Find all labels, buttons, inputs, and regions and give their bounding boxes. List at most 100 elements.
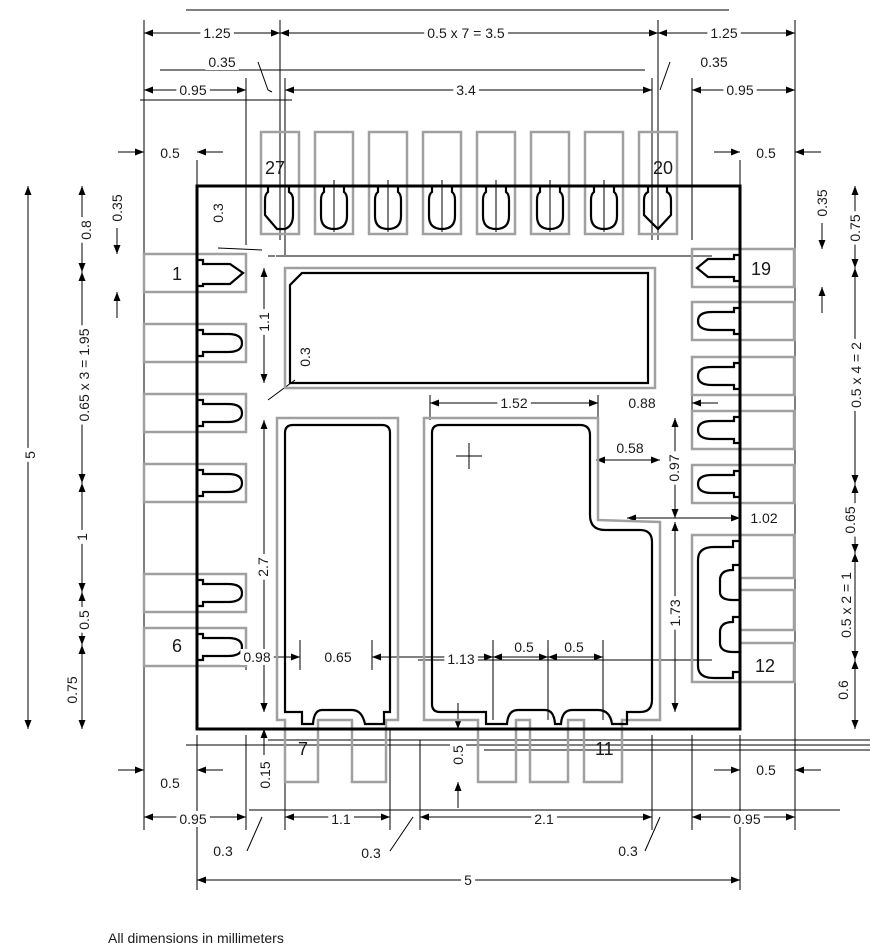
arrowhead	[671, 418, 679, 427]
label-background	[240, 649, 274, 665]
arrowhead	[78, 592, 86, 601]
label-background	[321, 649, 355, 665]
label-background	[723, 82, 757, 98]
dimension-label: 0.5 x 7 = 3.5	[427, 25, 505, 41]
arrowhead	[818, 240, 826, 249]
arrowhead	[285, 86, 294, 94]
arrowhead	[291, 653, 300, 661]
left-terminal	[197, 328, 244, 358]
arrowhead	[671, 703, 679, 712]
label-background	[444, 651, 478, 667]
label-background	[615, 843, 641, 859]
arrowhead	[381, 813, 390, 821]
pin-label-12: 12	[755, 656, 775, 676]
arrowhead	[144, 813, 153, 821]
arrowhead	[237, 813, 246, 821]
left-terminal	[197, 578, 244, 608]
arrowhead	[260, 729, 268, 738]
top-exposed-pad-land	[283, 266, 657, 390]
dimension-label: 3.4	[456, 82, 476, 98]
arrowhead	[78, 636, 86, 645]
label-background	[842, 503, 858, 537]
dimension-label: 0.65	[324, 649, 351, 665]
label-background	[76, 607, 92, 633]
dimension-label: 1.52	[500, 395, 527, 411]
arrowhead	[78, 272, 86, 281]
label-background	[64, 673, 80, 707]
left-pad-land	[142, 392, 248, 434]
arrowhead	[144, 86, 153, 94]
arrowhead	[280, 29, 289, 37]
dimension-line	[267, 89, 273, 93]
label-background	[753, 145, 779, 161]
arrowhead	[851, 475, 859, 484]
dimension-label: 0.5	[450, 745, 466, 765]
right-pad-land	[690, 463, 796, 505]
arrowhead	[589, 399, 598, 407]
pin-label-11: 11	[595, 739, 614, 759]
right-pad-land	[690, 355, 796, 397]
right-terminal	[696, 306, 740, 336]
label-background	[76, 325, 92, 425]
dimension-label: 0.65	[842, 506, 858, 533]
dimension-label: 1.02	[750, 510, 777, 526]
arrowhead	[24, 186, 32, 195]
dimension-label: 0.5	[564, 639, 584, 655]
arrowhead	[818, 287, 826, 296]
dimension-label: 1.73	[667, 599, 683, 626]
label-background	[531, 811, 557, 827]
dimension-label: 0.75	[64, 676, 80, 703]
dimension-label: 1.1	[256, 312, 272, 332]
arrowhead	[260, 420, 268, 429]
right-merged-terminal	[696, 539, 740, 680]
arrowhead	[197, 148, 206, 156]
arrowhead	[795, 148, 804, 156]
right-exposed-pad-land	[422, 416, 662, 784]
arrowhead	[671, 509, 679, 518]
arrowhead	[627, 514, 636, 522]
arrowhead	[260, 703, 268, 712]
label-background	[424, 25, 508, 41]
dimension-label: 1.25	[710, 25, 737, 41]
left-terminal	[197, 258, 245, 288]
arrowhead	[197, 766, 206, 774]
arrowhead	[692, 399, 701, 407]
arrowhead	[78, 263, 86, 272]
dimension-label: 1	[74, 533, 90, 541]
arrowhead	[539, 653, 548, 661]
label-background	[461, 872, 476, 888]
arrowhead	[786, 813, 795, 821]
top-pad-land	[313, 130, 355, 236]
label-background	[255, 554, 271, 580]
arrowhead	[197, 876, 206, 884]
arrowhead	[851, 484, 859, 493]
left-pad-land	[142, 462, 248, 504]
dimension-label: 2.7	[255, 557, 271, 577]
footnote: All dimensions in millimeters	[108, 930, 284, 946]
dimension-label: 0.35	[814, 189, 830, 216]
arrowhead	[454, 782, 462, 791]
arrowhead	[851, 660, 859, 669]
arrowhead	[113, 245, 121, 254]
arrowhead	[731, 514, 740, 522]
arrowhead	[260, 268, 268, 277]
arrowhead	[78, 645, 86, 654]
arrowhead	[851, 268, 859, 277]
dimension-label: 0.5	[160, 775, 180, 791]
arrowhead	[851, 651, 859, 660]
arrowhead	[144, 29, 153, 37]
label-background	[730, 811, 764, 827]
dimension-label: 0.95	[733, 811, 760, 827]
dimension-label: 0.5	[514, 639, 534, 655]
label-background	[753, 762, 779, 778]
label-background	[210, 843, 236, 859]
dimension-label: 5	[22, 451, 38, 459]
label-background	[200, 25, 234, 41]
dimension-label: 0.5 x 4 = 2	[848, 342, 864, 408]
dimension-label: 0.95	[179, 811, 206, 827]
right-merged-pad-land	[690, 533, 796, 684]
label-background	[847, 211, 863, 245]
arrowhead	[786, 86, 795, 94]
label-background	[838, 568, 854, 641]
